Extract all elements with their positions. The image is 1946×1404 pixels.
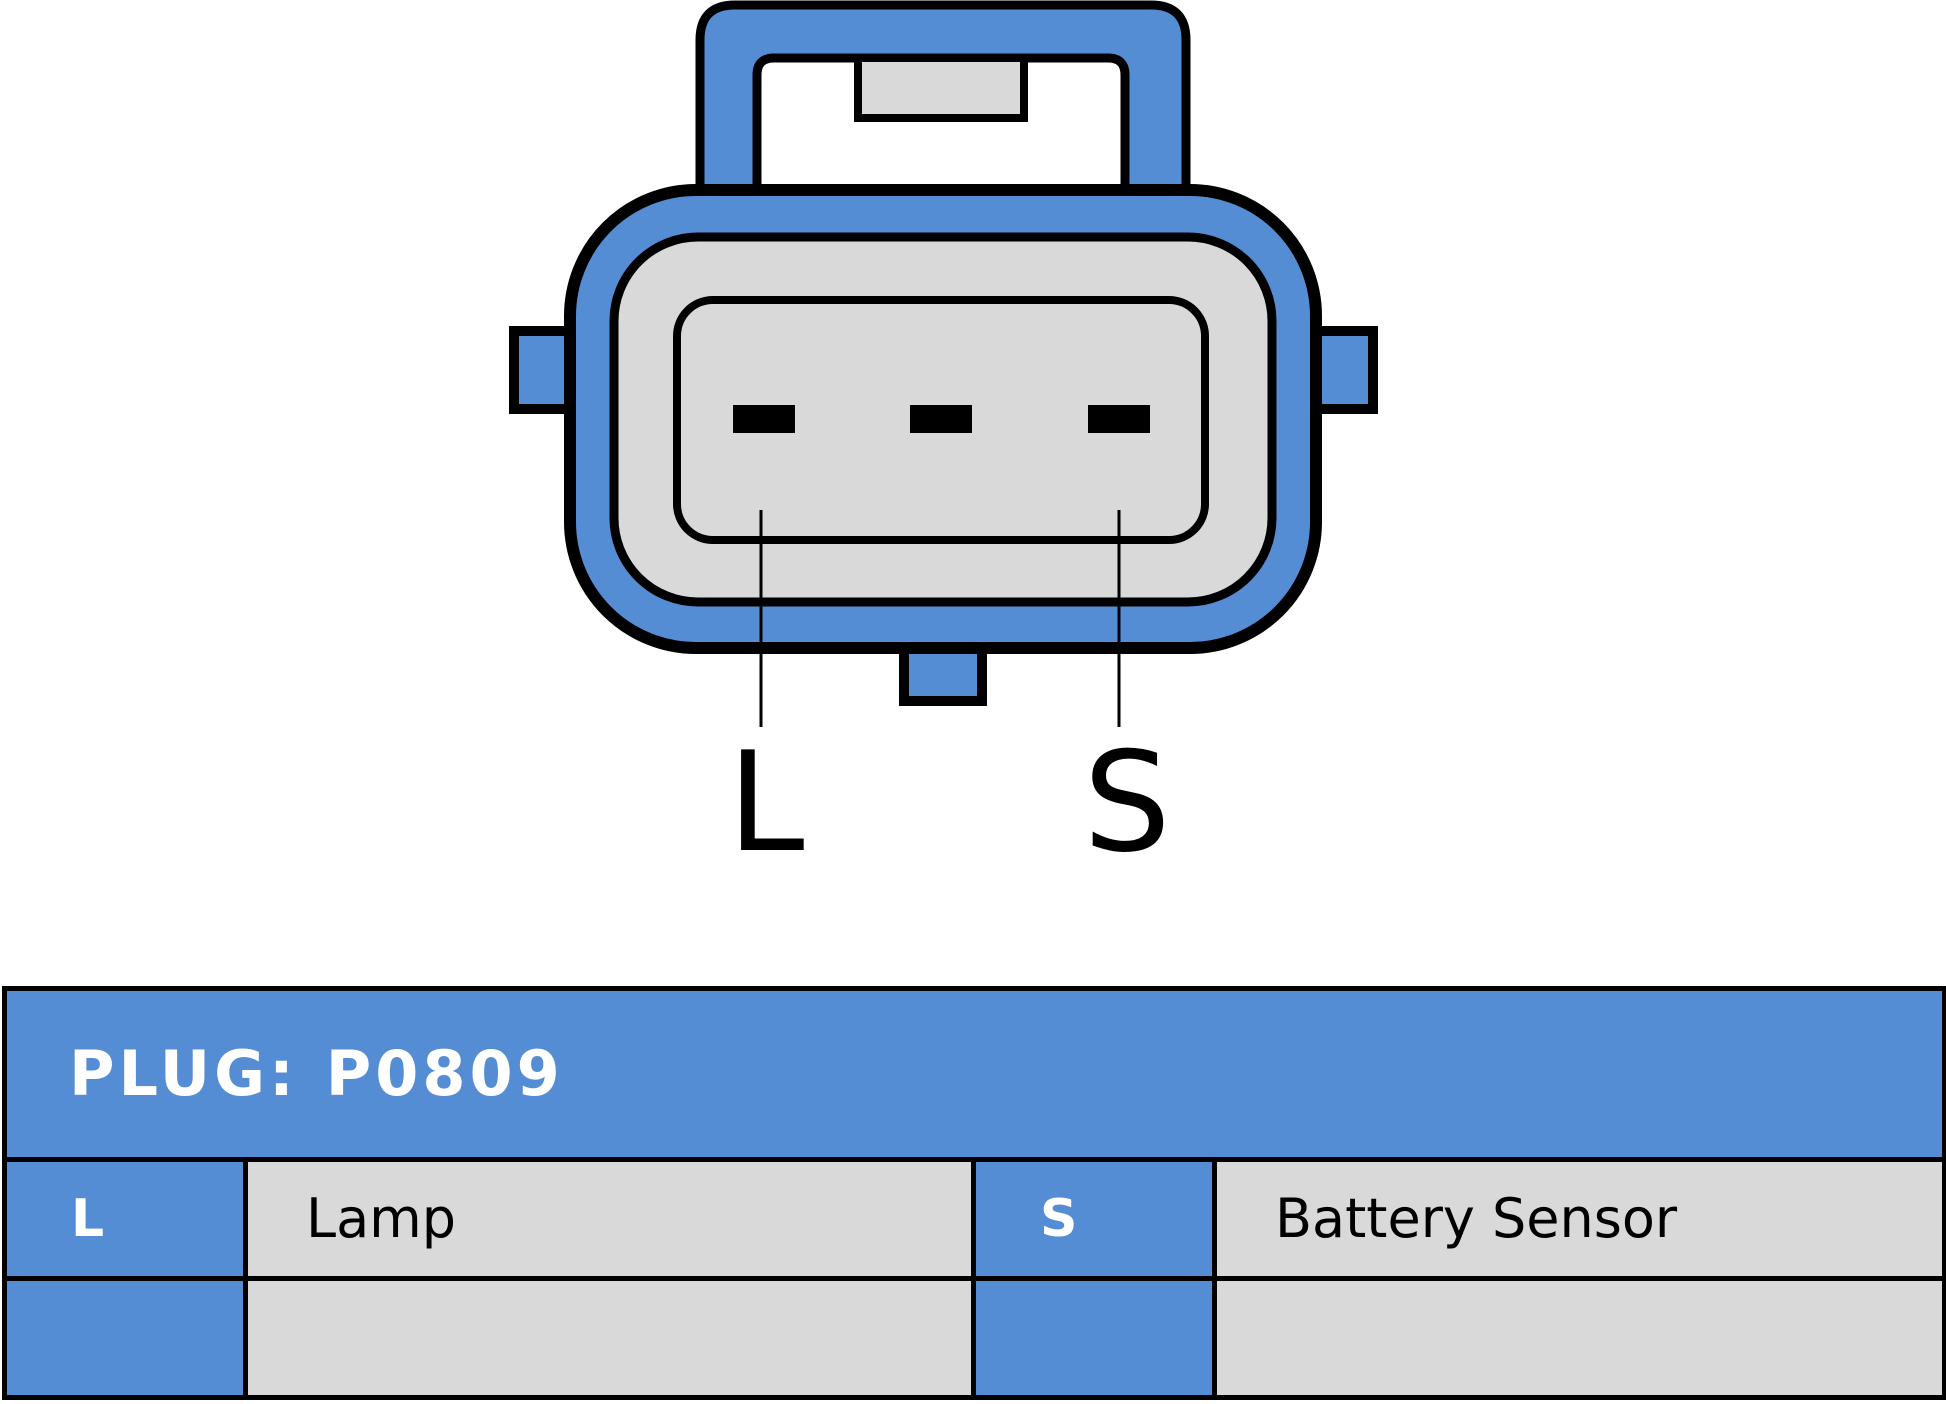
- pin-description-cell: Battery Sensor: [1211, 1156, 1946, 1281]
- pinout-table: PLUG: P0809 L Lamp S Battery Sensor: [1, 986, 1946, 1401]
- pin-description-cell: [1211, 1275, 1946, 1401]
- plug-title-prefix: PLUG:: [69, 1037, 298, 1111]
- pin-code-cell: L: [2, 1156, 248, 1281]
- pin-label-s: S: [1083, 722, 1171, 880]
- table-row: L Lamp S Battery Sensor: [2, 1156, 1946, 1281]
- latch-tab: [854, 54, 1028, 122]
- terminal-s: [1088, 405, 1150, 433]
- terminal-l: [733, 405, 795, 433]
- terminal-center: [910, 405, 972, 433]
- plug-title: PLUG: P0809: [1, 986, 1946, 1162]
- table-row: [2, 1275, 1946, 1401]
- connector-diagram: L S: [509, 0, 1378, 880]
- latch-window: [752, 53, 1130, 200]
- pin-code-cell: S: [971, 1156, 1217, 1281]
- pin-description-cell: [243, 1275, 976, 1401]
- pin-code-cell: [971, 1275, 1217, 1401]
- table-title-row: PLUG: P0809: [1, 986, 1946, 1162]
- plug-code: P0809: [325, 1037, 564, 1111]
- pin-label-l: L: [728, 722, 805, 880]
- pin-description-cell: Lamp: [243, 1156, 976, 1281]
- pin-code-cell: [2, 1275, 248, 1401]
